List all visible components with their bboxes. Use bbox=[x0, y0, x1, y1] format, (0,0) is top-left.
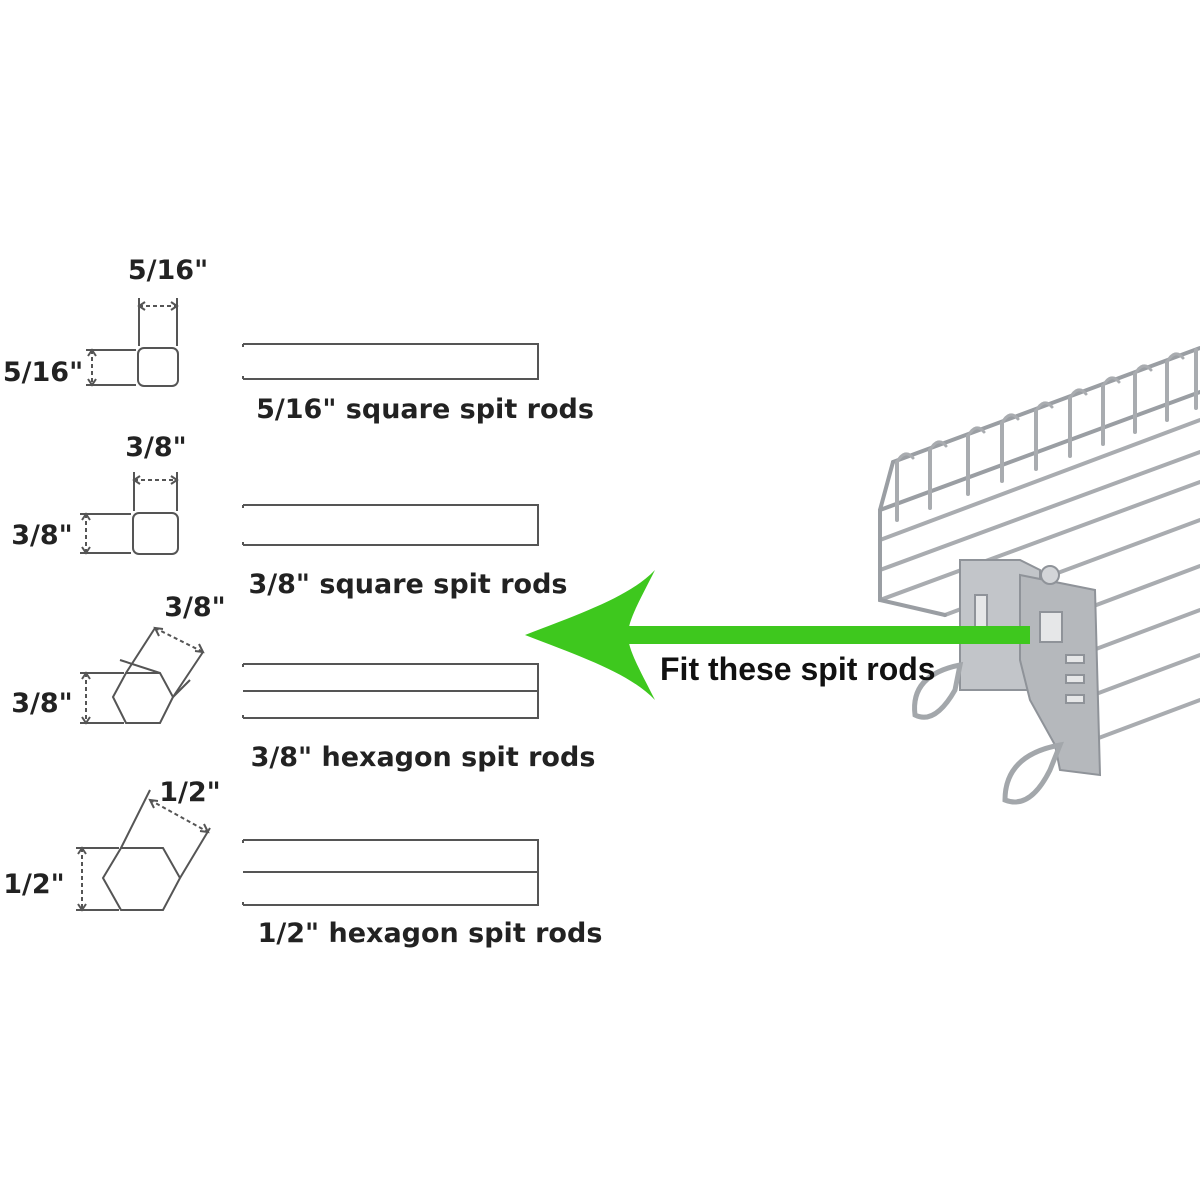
rod-side-view bbox=[242, 504, 539, 546]
rod-caption: 5/16" square spit rods bbox=[256, 394, 594, 425]
callout-label: Fit these spit rods bbox=[660, 651, 936, 687]
width-label: 3/8" bbox=[125, 432, 187, 463]
rod-side-view bbox=[242, 343, 539, 380]
height-label: 1/2" bbox=[3, 869, 65, 900]
rod-caption: 3/8" square spit rods bbox=[249, 569, 568, 600]
hexagon-cross-section-icon bbox=[76, 789, 211, 912]
rod-group-1: 5/16" 5/16" 5/16" square spit rods bbox=[3, 255, 594, 425]
rod-group-3: 3/8" 3/8" 3/8" hexagon spit rods bbox=[11, 592, 595, 773]
hexagon-cross-section-icon bbox=[80, 626, 205, 725]
square-cross-section-icon bbox=[80, 472, 179, 555]
width-label: 3/8" bbox=[164, 592, 226, 623]
height-label: 3/8" bbox=[11, 688, 73, 719]
rotisserie-basket-icon bbox=[878, 346, 1200, 805]
height-label: 5/16" bbox=[3, 357, 83, 388]
rod-caption: 1/2" hexagon spit rods bbox=[258, 918, 603, 949]
height-label: 3/8" bbox=[11, 520, 73, 551]
rod-caption: 3/8" hexagon spit rods bbox=[251, 742, 596, 773]
rod-group-4: 1/2" 1/2" 1/2" hexagon spit rods bbox=[3, 777, 602, 949]
left-arrow-icon bbox=[525, 570, 1030, 700]
rod-group-2: 3/8" 3/8" 3/8" square spit rods bbox=[11, 432, 567, 600]
rod-side-view bbox=[242, 663, 539, 719]
rod-side-view bbox=[242, 839, 539, 906]
width-label: 5/16" bbox=[128, 255, 208, 286]
square-cross-section-icon bbox=[86, 298, 179, 387]
width-label: 1/2" bbox=[159, 777, 221, 808]
